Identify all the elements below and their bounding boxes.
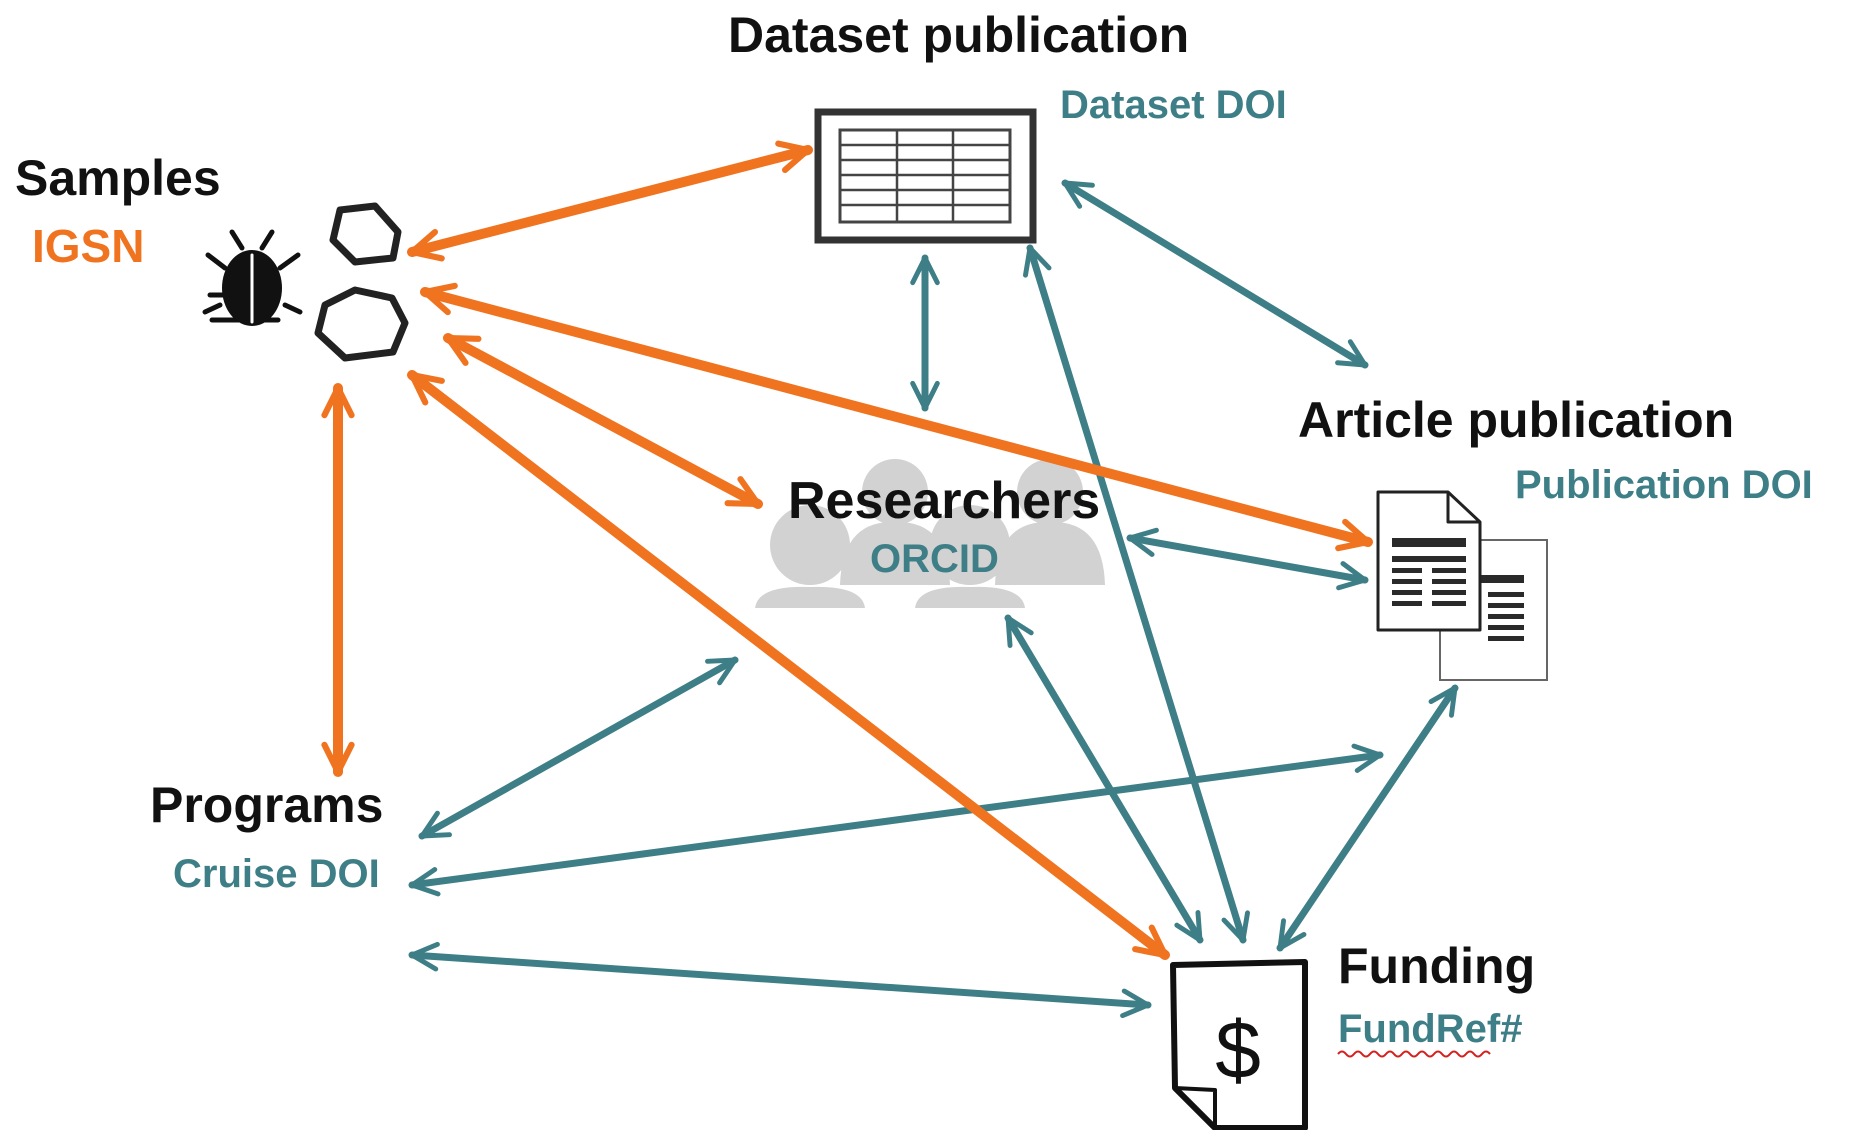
- link-programs-article: [408, 743, 1384, 897]
- programs-title: Programs: [150, 777, 383, 833]
- beetle-icon: [202, 229, 303, 326]
- funding-identifier: FundRef#: [1338, 1007, 1522, 1051]
- researchers-identifier: ORCID: [870, 537, 999, 581]
- funding-title: Funding: [1338, 938, 1535, 994]
- link-dataset-article: [1061, 179, 1369, 369]
- dollar-symbol: $: [1215, 1005, 1261, 1096]
- link-researchers-article: [1126, 527, 1369, 591]
- article-identifier: Publication DOI: [1515, 463, 1813, 507]
- rock-icon: [314, 202, 409, 362]
- fundref-spellcheck-underline: [1337, 1050, 1491, 1058]
- link-samples-funding: [407, 370, 1170, 960]
- samples-node: Samples IGSN: [15, 150, 409, 362]
- researchers-node: Researchers ORCID: [788, 472, 1100, 581]
- researchers-title: Researchers: [788, 472, 1100, 530]
- dollar-document-icon: $: [1170, 959, 1308, 1130]
- data-table-icon: [814, 108, 1037, 244]
- document-icon: [1376, 490, 1548, 681]
- samples-title: Samples: [15, 150, 221, 206]
- samples-identifier: IGSN: [32, 220, 144, 272]
- article-node: Article publication Publication DOI: [1298, 392, 1813, 681]
- dataset-node: Dataset publication Dataset DOI: [728, 7, 1287, 244]
- dataset-identifier: Dataset DOI: [1060, 83, 1287, 127]
- link-researchers-programs: [418, 656, 739, 840]
- dataset-title: Dataset publication: [728, 7, 1189, 63]
- link-researchers-funding: [1004, 614, 1204, 944]
- programs-node: Programs Cruise DOI: [150, 777, 383, 896]
- link-samples-dataset: [407, 140, 813, 262]
- article-title: Article publication: [1298, 392, 1734, 448]
- link-article-funding: [1276, 684, 1459, 952]
- orange-links: [321, 140, 1373, 960]
- link-programs-funding: [408, 941, 1152, 1019]
- programs-identifier: Cruise DOI: [173, 852, 380, 896]
- funding-node: Funding FundRef# $: [1170, 938, 1535, 1130]
